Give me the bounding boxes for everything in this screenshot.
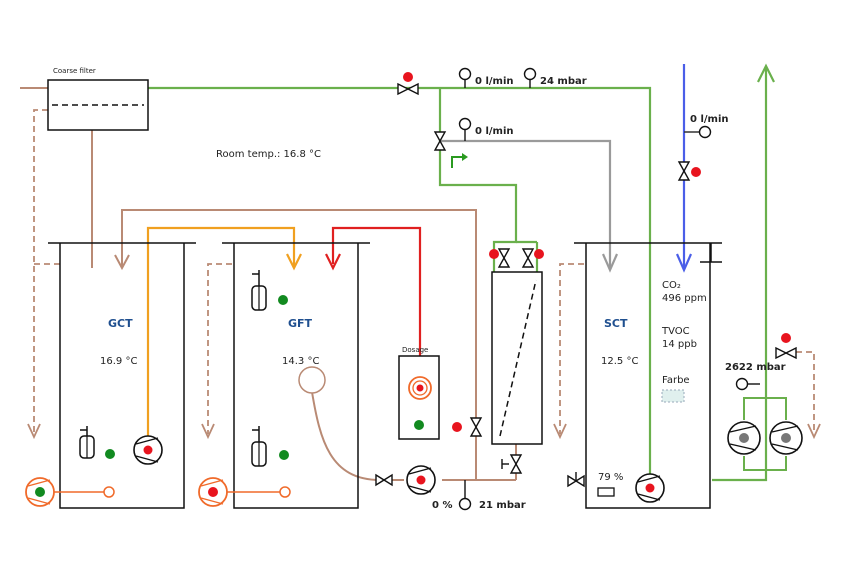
valve-column-right[interactable] (521, 248, 544, 268)
valve-main-top[interactable] (397, 72, 419, 96)
dosage-status-dot (414, 420, 424, 430)
brown-gft-pipe (311, 391, 381, 481)
gft-heater (298, 366, 326, 394)
sct-tvoc-label: TVOC (661, 326, 690, 337)
valve-blue[interactable] (677, 161, 701, 181)
pump-external-2[interactable] (769, 421, 803, 455)
pressure-sensor-bottom (458, 480, 472, 511)
level-switch-gct (79, 426, 95, 459)
pressure-right-value: 2622 mbar (725, 362, 786, 373)
green-main-pipe (148, 86, 652, 480)
sct-farbe-swatch (661, 389, 685, 403)
flow-top-value: 0 l/min (475, 76, 514, 87)
sct-level: 79 % (598, 472, 623, 483)
sct-name: SCT (604, 317, 628, 330)
sct-temp: 12.5 °C (601, 356, 638, 367)
sct-farbe-label: Farbe (662, 375, 690, 386)
gct-name: GCT (108, 317, 133, 330)
pressure-sensor-right (735, 377, 760, 391)
coarse-filter-label: Coarse filter (53, 67, 96, 75)
pump-circulation[interactable] (406, 465, 436, 495)
level-switch-gft-top (251, 270, 267, 311)
room-temp-label: Room temp.: 16.8 °C (216, 149, 321, 160)
green-return-pipe (712, 68, 768, 482)
external-pump-gct[interactable] (25, 477, 115, 507)
flow-sensor-top (458, 67, 472, 88)
brown-dashed-pipe-1 (33, 109, 48, 434)
sct-co2-value: 496 ppm (662, 293, 707, 304)
gft-temp: 14.3 °C (282, 356, 319, 367)
sct-tvoc-value: 14 ppb (662, 339, 697, 350)
external-pump-gft[interactable] (198, 477, 291, 507)
flow-right-value: 0 l/min (690, 114, 729, 125)
sct-co2-label: CO₂ (662, 280, 681, 291)
green-flow-arrow (451, 156, 464, 168)
gft-bottom-switch-status (279, 450, 289, 460)
pressure-sensor-top (523, 67, 537, 88)
filter-column[interactable] (491, 271, 543, 445)
dosage-label: Dosage (402, 346, 428, 354)
brown-dashed-pipe-3 (559, 263, 584, 434)
valve-brown-horizontal[interactable] (375, 473, 393, 487)
pump-sct[interactable] (635, 473, 665, 503)
dosage-pump[interactable] (408, 376, 432, 400)
flow-sensor-mid (458, 117, 472, 141)
valve-branch[interactable] (433, 131, 447, 151)
valve-column-bottom[interactable] (501, 454, 523, 474)
tank-sct[interactable] (574, 242, 722, 509)
valve-pump-loop[interactable] (775, 333, 797, 360)
gct-temp: 16.9 °C (100, 356, 137, 367)
green-branch-pipe (438, 88, 518, 272)
coarse-filter[interactable] (47, 79, 149, 131)
gct-switch-status (105, 449, 115, 459)
gft-name: GFT (288, 317, 313, 330)
flow-sensor-right (698, 125, 712, 139)
pressure-top-value: 24 mbar (540, 76, 587, 87)
sct-level-indicator (597, 487, 615, 497)
valve-column-left[interactable] (489, 248, 511, 268)
pump-gct[interactable] (133, 435, 163, 465)
percent-bottom-value: 0 % (432, 500, 452, 511)
gray-pipe (440, 139, 612, 268)
tank-gct[interactable] (48, 242, 196, 509)
gft-top-switch-status (278, 295, 288, 305)
brown-dashed-pipe-2 (207, 263, 232, 434)
tank-gft[interactable] (222, 242, 370, 509)
level-switch-gft-bottom (251, 426, 267, 467)
flow-mid-value: 0 l/min (475, 126, 514, 137)
brown-dashed-pipe-4 (796, 351, 815, 434)
valve-sct-drain[interactable] (567, 472, 585, 488)
red-pipe (331, 226, 422, 372)
valve-brown-vertical[interactable] (452, 417, 483, 437)
pressure-bottom-value: 21 mbar (479, 500, 526, 511)
pump-external-1[interactable] (727, 421, 761, 455)
orange-pipe (146, 226, 296, 438)
